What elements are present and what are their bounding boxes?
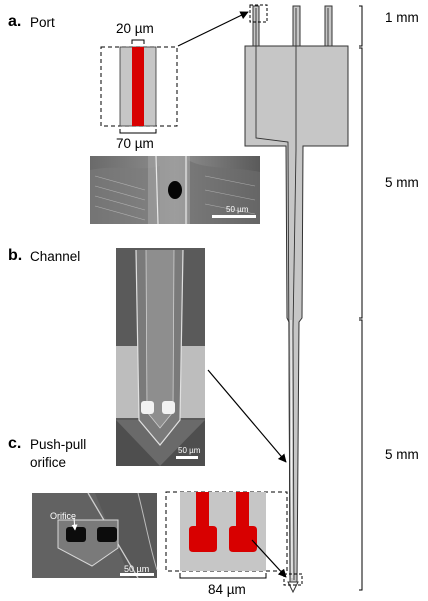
panel-b-sem-image — [116, 248, 205, 466]
panel-c-title-line2: orifice — [30, 455, 67, 470]
arrow-to-orifice — [251, 539, 287, 578]
dim-label-70um: 70 µm — [116, 136, 154, 151]
device-channel-left — [255, 8, 291, 581]
orifice-red-left — [189, 492, 217, 552]
orifice-red-right — [229, 492, 257, 552]
device-tip-zoom-box — [283, 573, 303, 586]
panel-a-title: Port — [30, 15, 55, 30]
bracket-5mm-lower — [359, 319, 363, 591]
dim-label-84um: 84 µm — [208, 582, 246, 597]
arrow-to-port — [177, 11, 249, 47]
dim-label-5mm-lower: 5 mm — [385, 447, 419, 462]
dim-bracket-70um — [119, 129, 157, 134]
orifice-label: Orifice — [50, 511, 77, 521]
scalebar-b — [176, 456, 198, 459]
device-port-right — [324, 5, 333, 48]
device-tip — [287, 581, 299, 594]
arrow-to-channel — [207, 369, 287, 463]
dim-bracket-20um — [131, 39, 145, 44]
scalebar-a — [212, 215, 256, 218]
scale-brackets — [359, 5, 363, 591]
panel-a-sem-image — [90, 155, 260, 225]
device-channel-right — [292, 8, 297, 581]
panel-b-letter: b. — [8, 247, 23, 264]
bracket-1mm — [359, 5, 363, 47]
scalebar-c — [120, 573, 154, 576]
scalebar-a-label: 50 µm — [226, 205, 249, 214]
panel-a-letter: a. — [8, 13, 22, 30]
bracket-5mm-upper — [359, 47, 363, 319]
port-hole — [168, 181, 182, 199]
dim-label-20um: 20 µm — [116, 21, 154, 36]
device-outline — [244, 4, 349, 594]
dim-label-1mm: 1 mm — [385, 10, 419, 25]
device-port-zoom-box — [249, 4, 268, 23]
panel-c-sem-image — [32, 492, 158, 579]
device-lower-inner — [290, 319, 293, 579]
dim-bracket-84um — [179, 573, 267, 579]
dim-label-5mm-upper: 5 mm — [385, 175, 419, 190]
panel-b-title: Channel — [30, 249, 81, 264]
connector-arrows — [177, 11, 287, 578]
panel-c-title-line1: Push-pull — [30, 437, 87, 452]
panel-c-letter: c. — [8, 435, 22, 452]
panel-a-schematic — [100, 39, 178, 134]
scalebar-c-label: 50 µm — [124, 564, 150, 574]
orifice-arrow — [71, 517, 78, 531]
panel-c-schematic — [165, 491, 288, 579]
port-red-channel — [132, 47, 144, 126]
scalebar-b-label: 50 µm — [178, 446, 201, 455]
device-port-mid — [292, 5, 301, 48]
